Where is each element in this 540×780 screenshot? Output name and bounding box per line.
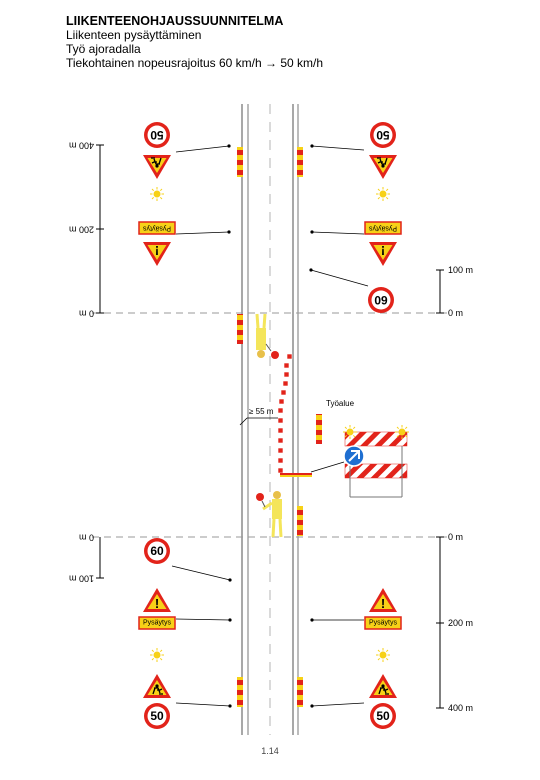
label-100m-left-bottom: 100 m bbox=[69, 574, 94, 584]
label-0m-right-top: 0 m bbox=[448, 308, 463, 318]
warning-post bbox=[237, 147, 243, 177]
warning-post bbox=[316, 414, 322, 444]
work-area-label: Työalue bbox=[326, 399, 355, 408]
pysaytys-sign-bottom-right: Pysäytys bbox=[364, 616, 402, 630]
flash-light-icon bbox=[375, 647, 391, 663]
stop-paddle-top bbox=[265, 343, 279, 359]
flagger-top bbox=[255, 313, 267, 358]
taper-length-label: ≥ 55 m bbox=[249, 407, 274, 416]
label-400m-right-bottom: 400 m bbox=[448, 703, 473, 713]
pysaytys-sign-top-left: Pysäytys bbox=[138, 221, 176, 235]
svg-text:Pysäytys: Pysäytys bbox=[369, 620, 398, 627]
page-number: 1.14 bbox=[261, 746, 279, 756]
warning-sign-top-left: ! bbox=[143, 242, 171, 266]
svg-text:!: ! bbox=[381, 596, 385, 611]
speed-sign-60-bottom-left: 60 bbox=[144, 538, 170, 564]
speed-sign-50-top-left: 50 bbox=[144, 122, 170, 148]
svg-text:!: ! bbox=[381, 243, 385, 258]
flagger-bottom bbox=[262, 491, 283, 538]
svg-text:Pysäytys: Pysäytys bbox=[143, 620, 172, 627]
end-barrier bbox=[280, 473, 312, 477]
label-0m-left-bottom: 0 m bbox=[79, 533, 94, 543]
pysaytys-sign-top-right: Pysäytys bbox=[364, 221, 402, 235]
speed-sign-50-top-right: 50 bbox=[370, 122, 396, 148]
speed-sign-50-bottom-left: 50 bbox=[144, 703, 170, 729]
warning-sign-bottom-left: ! bbox=[143, 588, 171, 612]
speed-sign-60-top-right: 60 bbox=[368, 287, 394, 313]
label-0m-left-top: 0 m bbox=[79, 309, 94, 319]
roadwork-sign-top-left bbox=[143, 155, 171, 179]
svg-text:!: ! bbox=[155, 596, 159, 611]
svg-text:60: 60 bbox=[374, 293, 388, 307]
flash-light-icon bbox=[149, 186, 165, 202]
warning-post bbox=[237, 314, 243, 344]
svg-text:Pysäytys: Pysäytys bbox=[143, 225, 172, 232]
label-200m-right-bottom: 200 m bbox=[448, 618, 473, 628]
flash-light-icon bbox=[375, 186, 391, 202]
svg-text:50: 50 bbox=[150, 709, 164, 723]
subtitle-1: Liikenteen pysäyttäminen bbox=[66, 28, 202, 42]
roadwork-sign-bottom-left bbox=[143, 674, 171, 698]
svg-text:50: 50 bbox=[376, 709, 390, 723]
warning-post bbox=[297, 677, 303, 707]
sign-leader-lines-bottom bbox=[171, 565, 365, 707]
warning-post bbox=[297, 506, 303, 536]
svg-text:50: 50 bbox=[376, 128, 390, 142]
cone-taper bbox=[277, 353, 293, 474]
label-200m-left: 200 m bbox=[69, 225, 94, 235]
page-title: LIIKENTEENOHJAUSSUUNNITELMA bbox=[66, 14, 284, 28]
svg-text:!: ! bbox=[155, 243, 159, 258]
header: LIIKENTEENOHJAUSSUUNNITELMA Liikenteen p… bbox=[66, 14, 486, 70]
svg-text:60: 60 bbox=[150, 544, 164, 558]
label-0m-right-bottom: 0 m bbox=[448, 532, 463, 542]
keep-left-arrow-icon bbox=[343, 445, 365, 467]
stop-paddle-bottom bbox=[256, 493, 266, 508]
roadwork-sign-top-right bbox=[369, 155, 397, 179]
pysaytys-sign-bottom-left: Pysäytys bbox=[138, 616, 176, 630]
flash-light-icon bbox=[149, 647, 165, 663]
work-zone-barrier bbox=[342, 424, 410, 498]
right-distance-scale-bottom: 0 m 200 m 400 m bbox=[436, 532, 473, 713]
speed-sign-50-bottom-right: 50 bbox=[370, 703, 396, 729]
sign-leader-lines-top bbox=[175, 145, 369, 287]
svg-text:Pysäytys: Pysäytys bbox=[369, 225, 398, 232]
road bbox=[241, 104, 299, 735]
warning-post bbox=[297, 147, 303, 177]
warning-sign-bottom-right: ! bbox=[369, 588, 397, 612]
svg-text:50: 50 bbox=[150, 128, 164, 142]
warning-sign-top-right: ! bbox=[369, 242, 397, 266]
left-distance-scale: 400 m 200 m 0 m 0 m 100 m bbox=[69, 141, 104, 584]
roadwork-sign-bottom-right bbox=[369, 674, 397, 698]
warning-post bbox=[237, 677, 243, 707]
right-distance-scale-top: 100 m 0 m bbox=[436, 265, 473, 318]
subtitle-2: Työ ajoradalla bbox=[66, 42, 141, 56]
subtitle-3: Tiekohtainen nopeusrajoitus 60 km/h → 50… bbox=[66, 56, 324, 70]
label-100m-right-top: 100 m bbox=[448, 265, 473, 275]
label-400m-left: 400 m bbox=[69, 141, 94, 151]
